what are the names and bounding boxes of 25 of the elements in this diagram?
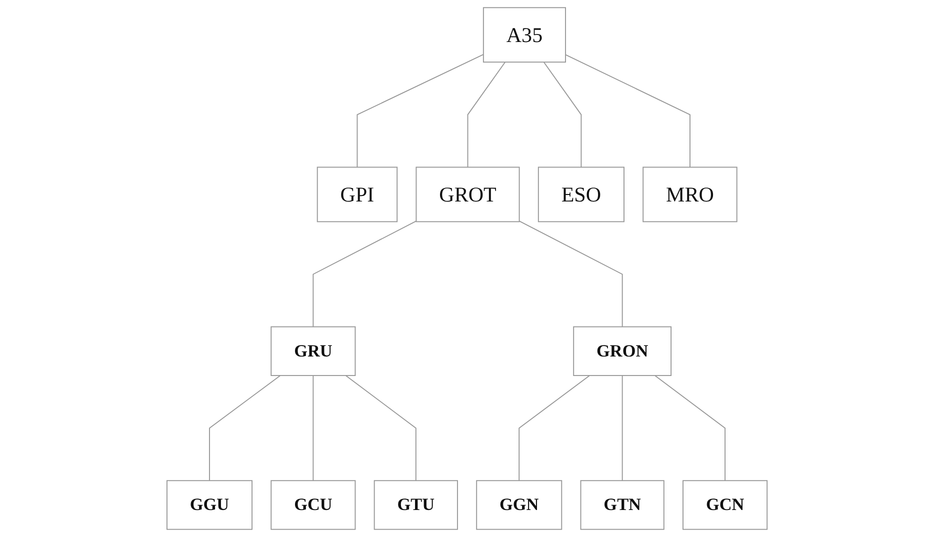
node-box: GGN bbox=[476, 480, 563, 530]
connector bbox=[622, 375, 624, 482]
node-box: GRON bbox=[574, 326, 672, 376]
connector bbox=[313, 375, 314, 482]
connector bbox=[468, 62, 506, 168]
node-box: A35 bbox=[483, 7, 566, 63]
node-box: GPI bbox=[317, 166, 398, 222]
connector bbox=[346, 375, 417, 482]
connector bbox=[357, 54, 484, 168]
node-box: GTU bbox=[374, 480, 458, 530]
connector bbox=[519, 220, 624, 328]
connector bbox=[209, 375, 282, 482]
node-box: GROT bbox=[416, 166, 520, 222]
node-box: MRO bbox=[643, 166, 738, 222]
node-box: ESO bbox=[538, 166, 625, 222]
connector bbox=[566, 54, 691, 168]
connector bbox=[313, 220, 418, 328]
connector bbox=[519, 375, 591, 482]
node-box: GTN bbox=[580, 480, 665, 530]
connector bbox=[544, 62, 582, 168]
connector bbox=[654, 375, 726, 482]
node-box: GGU bbox=[166, 480, 253, 530]
node-box: GRU bbox=[271, 326, 356, 376]
node-box: GCN bbox=[683, 480, 768, 530]
node-box: GCU bbox=[271, 480, 356, 530]
